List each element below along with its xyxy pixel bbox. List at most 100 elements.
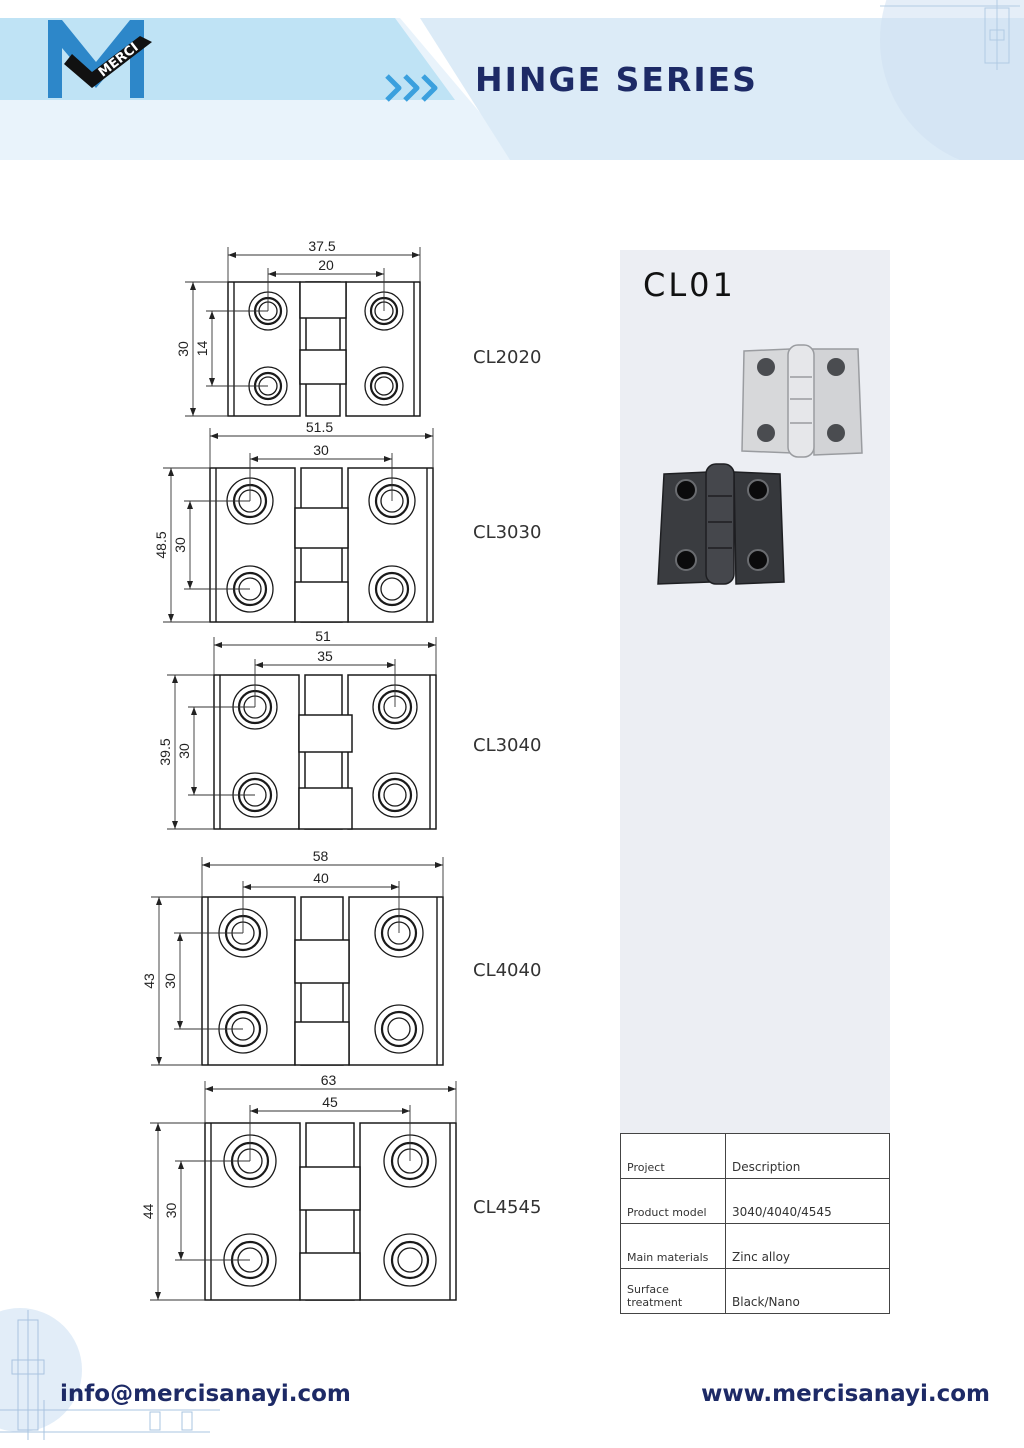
dimension-line-arrow — [214, 642, 222, 648]
hinge-knuckle-segment — [298, 714, 353, 753]
mounting-hole — [364, 366, 404, 406]
dimension-line-arrow — [187, 501, 193, 509]
model-label-cl4040: CL4040 — [473, 960, 542, 981]
mounting-hole — [377, 777, 413, 813]
mounting-hole — [374, 571, 410, 607]
mounting-hole — [390, 1240, 430, 1280]
website-link[interactable]: www.mercisanayi.com — [701, 1381, 990, 1407]
footer-decoration — [0, 1308, 220, 1440]
hinge-knuckle-segment — [294, 1021, 350, 1066]
hinge-leaf-right — [345, 281, 421, 417]
dimension-line-arrow — [448, 1086, 456, 1092]
dimension-line-arrow — [155, 1123, 161, 1131]
dimension-line-arrow — [243, 884, 251, 890]
dimension-label: 30 — [163, 1203, 179, 1219]
hinge-leaf-right — [347, 467, 434, 623]
table-row: Project Description — [620, 1133, 890, 1179]
dimension-line-arrow — [391, 884, 399, 890]
dimension-label: 30 — [175, 341, 191, 357]
hinge-knuckle-segment — [298, 787, 353, 830]
hinge-knuckle-segment — [294, 581, 349, 623]
dimension-label: 39.5 — [157, 738, 173, 765]
table-row: Surface treatment Black/Nano — [620, 1268, 890, 1314]
contact-email[interactable]: info@mercisanayi.com — [60, 1381, 351, 1407]
spec-header-value: Description — [725, 1133, 890, 1179]
dimension-line-arrow — [168, 614, 174, 622]
dimension-line-arrow — [376, 271, 384, 277]
silver-hinge-photo — [741, 344, 863, 458]
dimension-line-arrow — [428, 642, 436, 648]
merci-logo: MERCI — [48, 20, 152, 98]
spec-header-key: Project — [620, 1133, 726, 1179]
spec-key: Surface treatment — [620, 1268, 726, 1314]
dimension-line-arrow — [250, 456, 258, 462]
header-banner — [0, 0, 1024, 160]
hinge-leaf-left — [201, 896, 296, 1066]
dimension-label: 30 — [172, 537, 188, 553]
hinge-knuckle-segment — [299, 349, 347, 385]
dimension-line-arrow — [172, 675, 178, 683]
dimension-line-arrow — [156, 1057, 162, 1065]
hinge-leaf-left — [227, 281, 301, 417]
model-label-cl4545: CL4545 — [473, 1197, 542, 1218]
mounting-hole — [374, 376, 394, 396]
dimension-line-arrow — [384, 456, 392, 462]
hinge-knuckle-segment — [294, 507, 349, 549]
dimension-line-arrow — [191, 707, 197, 715]
spec-table: Project Description Product model 3040/4… — [620, 1133, 890, 1314]
spec-value: Zinc alloy — [725, 1223, 890, 1269]
model-label-cl3040: CL3040 — [473, 735, 542, 756]
dimension-line-arrow — [202, 862, 210, 868]
dimension-label: 44 — [140, 1204, 156, 1220]
dimension-line-arrow — [205, 1086, 213, 1092]
dimension-line-arrow — [412, 252, 420, 258]
hinge-knuckle-segment — [294, 939, 350, 984]
dimension-label: 14 — [194, 341, 210, 357]
dimension-line-arrow — [402, 1108, 410, 1114]
spec-value: 3040/4040/4545 — [725, 1178, 890, 1224]
dimension-line-arrow — [168, 468, 174, 476]
page-title: HINGE SERIES — [475, 60, 758, 99]
dimension-label: 48.5 — [153, 531, 169, 558]
chevron-arrows-icon — [385, 74, 438, 102]
dimension-label: 37.5 — [308, 238, 335, 254]
hinge-leaf-left — [204, 1122, 301, 1301]
dimension-label: 43 — [141, 973, 157, 989]
mounting-hole — [380, 1010, 418, 1048]
dimension-line-arrow — [228, 252, 236, 258]
dimension-line-arrow — [209, 378, 215, 386]
dimension-line-arrow — [268, 271, 276, 277]
dimension-line-arrow — [177, 933, 183, 941]
hinge-knuckle-segment — [299, 1166, 361, 1211]
dimension-label: 51 — [315, 628, 331, 644]
table-row: Product model 3040/4040/4545 — [620, 1178, 890, 1224]
dimension-line-arrow — [250, 1108, 258, 1114]
product-code: CL01 — [643, 266, 736, 304]
mounting-hole — [369, 371, 399, 401]
dimension-line-arrow — [255, 662, 263, 668]
dimension-line-arrow — [177, 1021, 183, 1029]
table-row: Main materials Zinc alloy — [620, 1223, 890, 1269]
mounting-hole — [374, 1004, 424, 1054]
dimension-label: 30 — [176, 743, 192, 759]
dimension-line-arrow — [190, 408, 196, 416]
dimension-line-arrow — [187, 581, 193, 589]
dimension-line-arrow — [178, 1161, 184, 1169]
dimension-label: 35 — [317, 648, 333, 664]
dimension-label: 30 — [162, 973, 178, 989]
mounting-hole — [387, 1017, 411, 1041]
dimension-line-arrow — [156, 897, 162, 905]
dimension-line-arrow — [178, 1252, 184, 1260]
mounting-hole — [368, 565, 416, 613]
hinge-leaf-left — [209, 467, 296, 623]
dimension-line-arrow — [425, 433, 433, 439]
model-label-cl2020: CL2020 — [473, 347, 542, 368]
hinge-knuckle-segment — [299, 281, 347, 319]
dimension-label: 58 — [313, 848, 329, 864]
dimension-line-arrow — [210, 433, 218, 439]
dimension-line-arrow — [155, 1292, 161, 1300]
dimension-line-arrow — [191, 787, 197, 795]
spec-value: Black/Nano — [725, 1268, 890, 1314]
spec-key: Main materials — [620, 1223, 726, 1269]
